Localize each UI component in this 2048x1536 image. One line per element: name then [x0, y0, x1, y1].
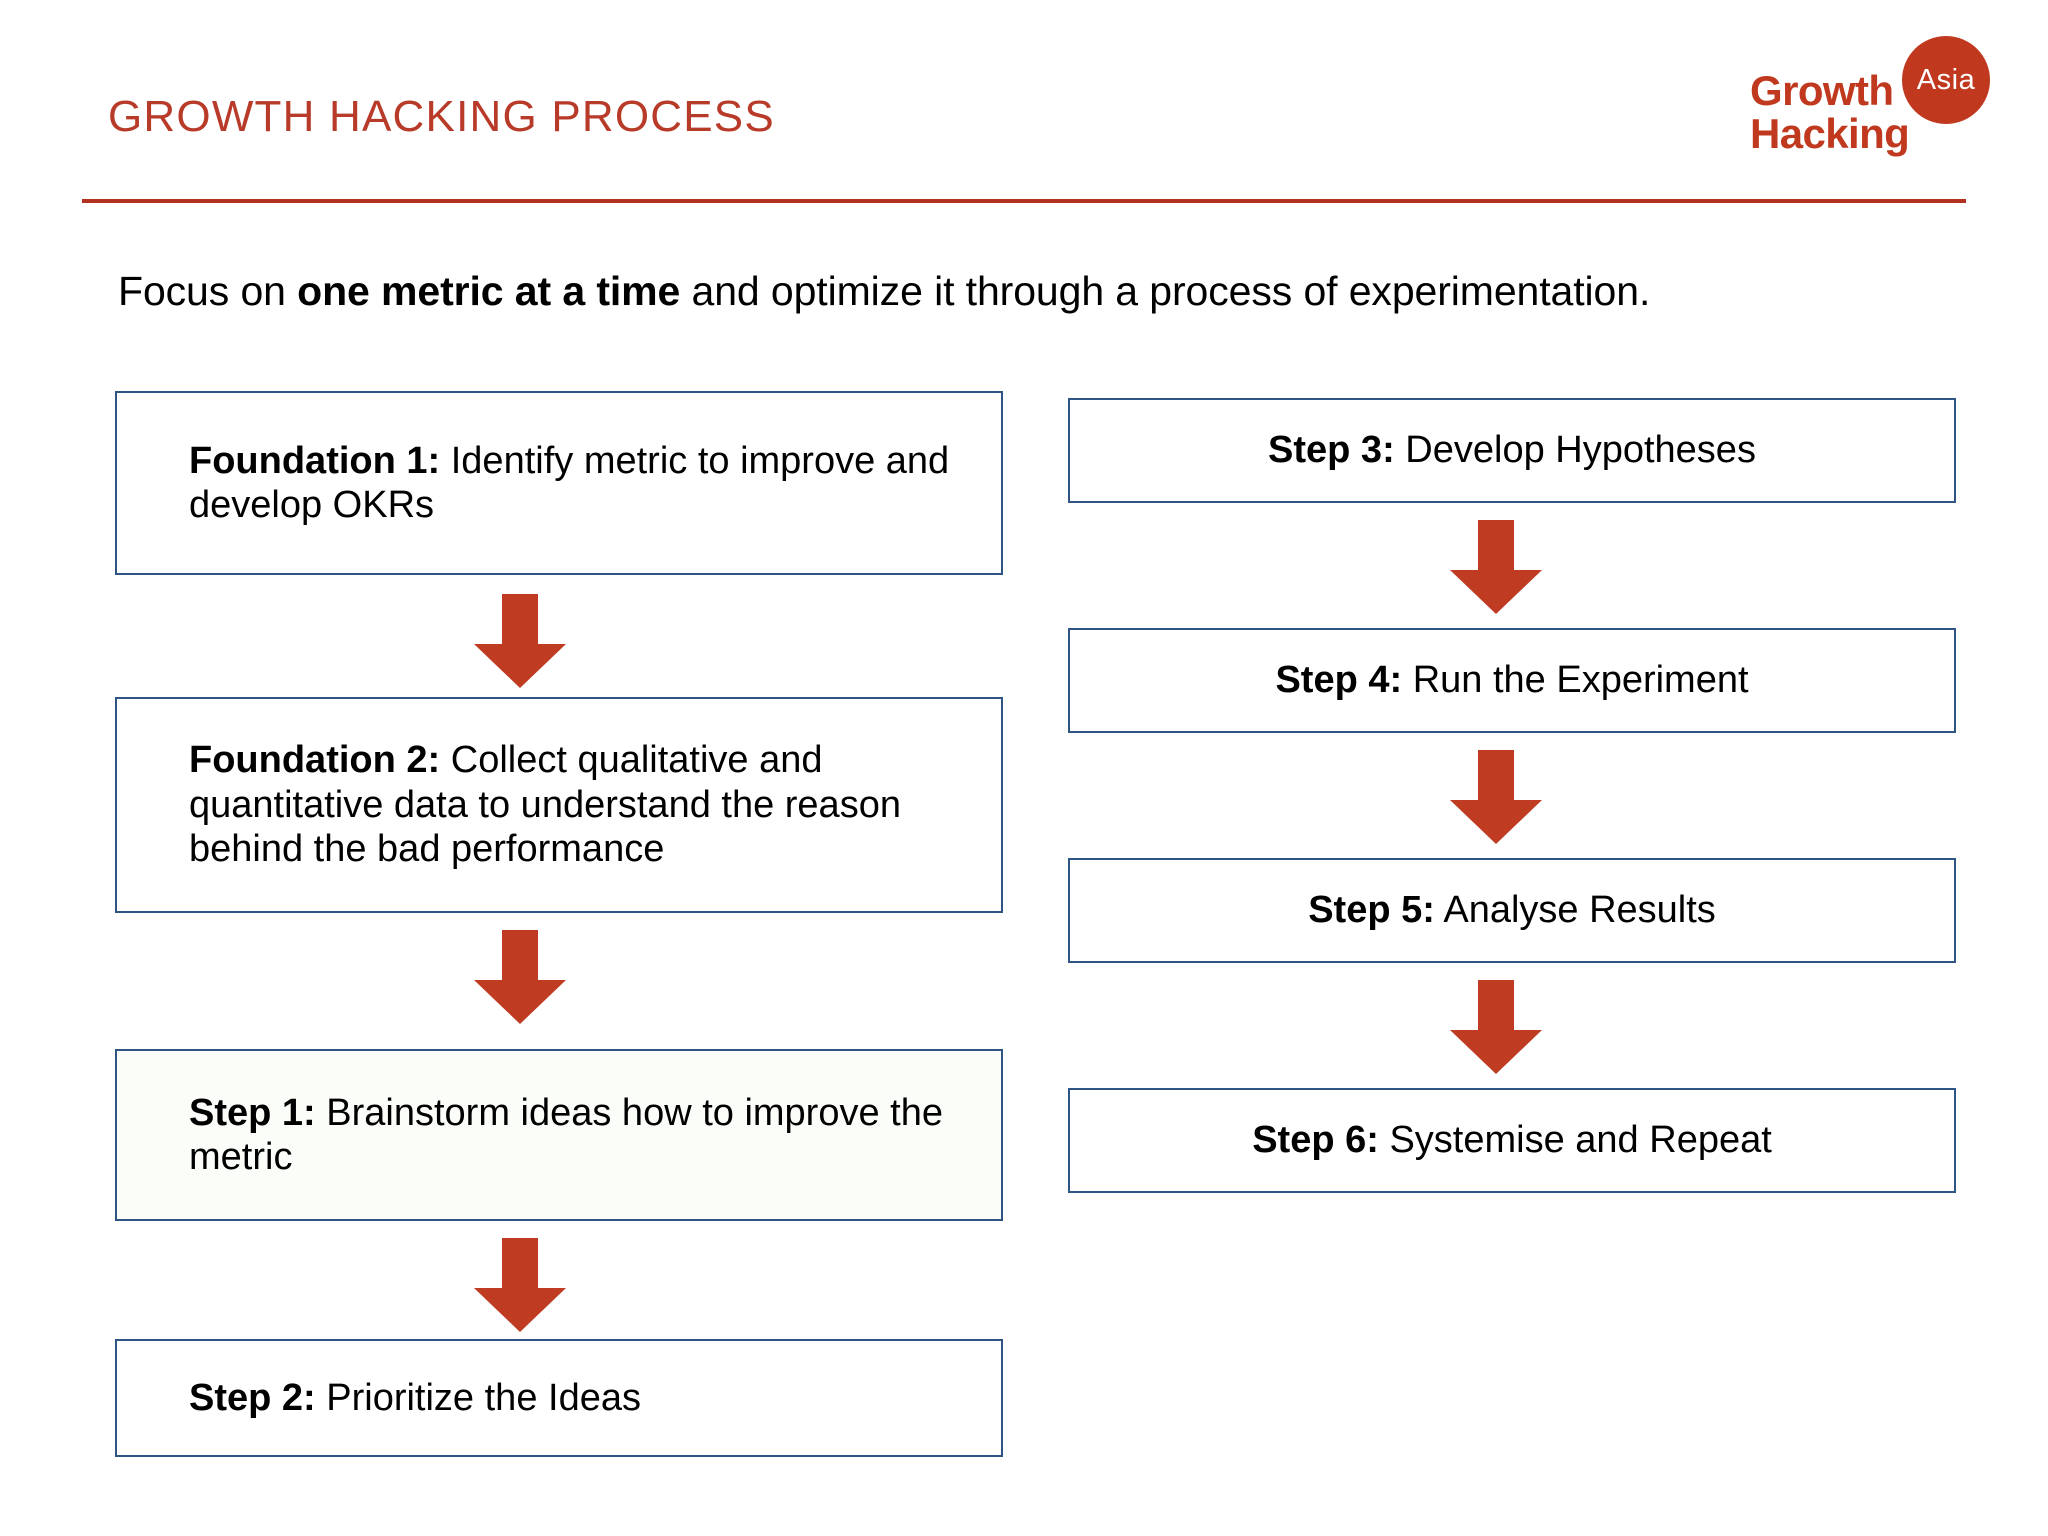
arrow-down-icon: [474, 1238, 566, 1332]
flow-box-step-6[interactable]: Step 6: Systemise and Repeat: [1068, 1088, 1956, 1193]
brand-logo: Asia Growth Hacking: [1746, 34, 2006, 157]
flow-box-foundation-1[interactable]: Foundation 1: Identify metric to improve…: [115, 391, 1003, 575]
arrow-down-icon: [1450, 520, 1542, 614]
flow-box-text: Step 2: Prioritize the Ideas: [117, 1376, 1001, 1420]
arrow-down-icon: [474, 930, 566, 1024]
flow-box-step-1[interactable]: Step 1: Brainstorm ideas how to improve …: [115, 1049, 1003, 1221]
logo-wordmark-line2: Hacking: [1750, 109, 1910, 157]
flow-box-step-2[interactable]: Step 2: Prioritize the Ideas: [115, 1339, 1003, 1457]
flow-box-body: Analyse Results: [1434, 889, 1716, 932]
asia-badge-label: Asia: [1916, 63, 1976, 96]
logo-wordmark: Growth Hacking: [1750, 67, 1910, 157]
flow-box-text: Step 6: Systemise and Repeat: [1070, 1118, 1954, 1162]
flow-box-lead: Foundation 1:: [189, 439, 441, 482]
header-divider: [82, 199, 1966, 203]
flow-box-step-5[interactable]: Step 5: Analyse Results: [1068, 858, 1956, 963]
flow-box-step-3[interactable]: Step 3: Develop Hypotheses: [1068, 398, 1956, 503]
page-title: GROWTH HACKING PROCESS: [108, 92, 775, 141]
subtitle-emphasis: one metric at a time: [297, 268, 681, 314]
flow-box-foundation-2[interactable]: Foundation 2: Collect qualitative and qu…: [115, 697, 1003, 913]
flow-box-text: Step 1: Brainstorm ideas how to improve …: [117, 1091, 1001, 1180]
flow-box-lead: Step 6:: [1252, 1119, 1379, 1162]
flow-box-lead: Foundation 2:: [189, 739, 441, 782]
subtitle-part-1: Focus on: [118, 268, 298, 314]
flow-box-body: Run the Experiment: [1402, 659, 1749, 702]
flow-box-body: Brainstorm ideas how to improve the metr…: [189, 1091, 943, 1178]
flow-box-text: Foundation 2: Collect qualitative and qu…: [117, 738, 1001, 871]
flow-box-step-4[interactable]: Step 4: Run the Experiment: [1068, 628, 1956, 733]
logo-wordmark-line1: Growth: [1750, 67, 1894, 114]
arrow-down-icon: [1450, 750, 1542, 844]
arrow-down-icon: [1450, 980, 1542, 1074]
flow-box-body: Collect qualitative and quantitative dat…: [189, 739, 901, 871]
flow-box-body: Systemise and Repeat: [1378, 1119, 1772, 1162]
flow-box-text: Step 5: Analyse Results: [1070, 888, 1954, 932]
flow-box-lead: Step 2:: [189, 1376, 316, 1419]
flow-box-lead: Step 4:: [1275, 659, 1403, 702]
flow-box-text: Step 4: Run the Experiment: [1070, 658, 1954, 702]
flow-box-lead: Step 5:: [1308, 889, 1435, 932]
subtitle: Focus on one metric at a time and optimi…: [118, 268, 1650, 315]
flow-box-text: Step 3: Develop Hypotheses: [1070, 428, 1954, 472]
flow-box-text: Foundation 1: Identify metric to improve…: [117, 439, 1001, 528]
subtitle-part-2: and optimize it through a process of exp…: [680, 268, 1651, 314]
flow-box-body: Develop Hypotheses: [1394, 429, 1756, 472]
flow-box-body: Identify metric to improve and develop O…: [189, 439, 950, 526]
flow-box-body: Prioritize the Ideas: [315, 1376, 641, 1419]
flow-box-lead: Step 1:: [189, 1091, 316, 1134]
asia-badge-icon: Asia: [1902, 36, 1990, 124]
flow-box-lead: Step 3:: [1268, 429, 1395, 472]
arrow-down-icon: [474, 594, 566, 688]
